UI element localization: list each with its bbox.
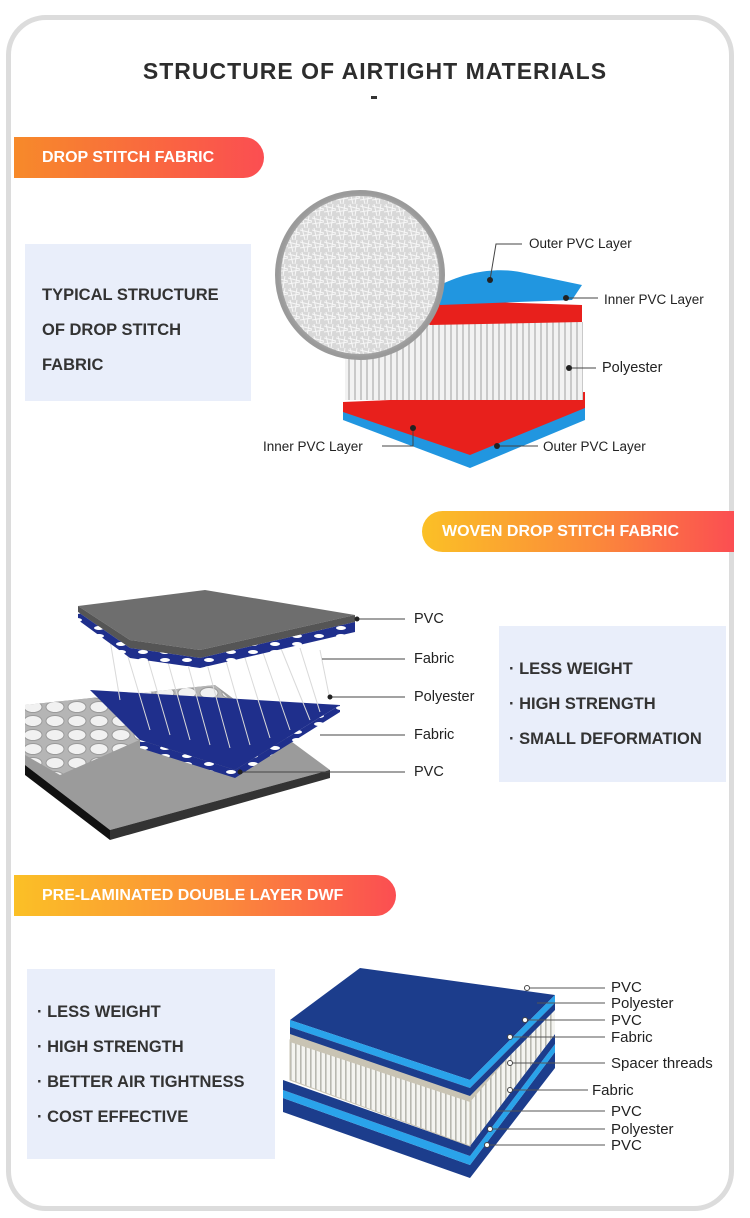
woven-drop-stitch-diagram xyxy=(25,590,405,840)
magnified-fiber-view xyxy=(278,193,442,357)
label-polyester: Polyester xyxy=(611,995,674,1012)
label-inner-pvc-bottom: Inner PVC Layer xyxy=(263,439,363,454)
section-banner-pre-laminated-dwf: PRE-LAMINATED DOUBLE LAYER DWF xyxy=(14,875,396,916)
label-polyester: Polyester xyxy=(602,360,662,376)
label-polyester: Polyester xyxy=(611,1121,674,1138)
label-fabric: Fabric xyxy=(414,651,454,667)
double-layer-dwf-diagram xyxy=(283,968,605,1178)
label-fabric: Fabric xyxy=(611,1029,653,1046)
outer-pvc-top xyxy=(440,270,582,305)
feature-item: · LESS WEIGHT xyxy=(509,652,726,687)
label-fabric: Fabric xyxy=(414,727,454,743)
feature-item: · HIGH STRENGTH xyxy=(509,687,726,722)
feature-item: · HIGH STRENGTH xyxy=(37,1030,275,1065)
woven-features: · LESS WEIGHT · HIGH STRENGTH · SMALL DE… xyxy=(499,626,726,782)
label-pvc: PVC xyxy=(611,1012,642,1029)
drop-stitch-diagram xyxy=(278,193,598,468)
label-polyester: Polyester xyxy=(414,689,474,705)
label-outer-pvc-top: Outer PVC Layer xyxy=(529,236,632,251)
label-pvc: PVC xyxy=(611,979,642,996)
label-pvc: PVC xyxy=(414,611,444,627)
dwf-features: · LESS WEIGHT · HIGH STRENGTH · BETTER A… xyxy=(27,969,275,1159)
label-pvc: PVC xyxy=(414,764,444,780)
label-outer-pvc-bottom: Outer PVC Layer xyxy=(543,439,646,454)
feature-item: · SMALL DEFORMATION xyxy=(509,722,726,757)
label-pvc: PVC xyxy=(611,1137,642,1154)
label-fabric: Fabric xyxy=(592,1082,634,1099)
feature-item: · LESS WEIGHT xyxy=(37,995,275,1030)
label-inner-pvc-top: Inner PVC Layer xyxy=(604,292,704,307)
label-pvc: PVC xyxy=(611,1103,642,1120)
feature-item: · COST EFFECTIVE xyxy=(37,1100,275,1135)
feature-item: · BETTER AIR TIGHTNESS xyxy=(37,1065,275,1100)
section-banner-woven-drop-stitch: WOVEN DROP STITCH FABRIC xyxy=(422,511,734,552)
label-spacer-threads: Spacer threads xyxy=(611,1055,713,1072)
